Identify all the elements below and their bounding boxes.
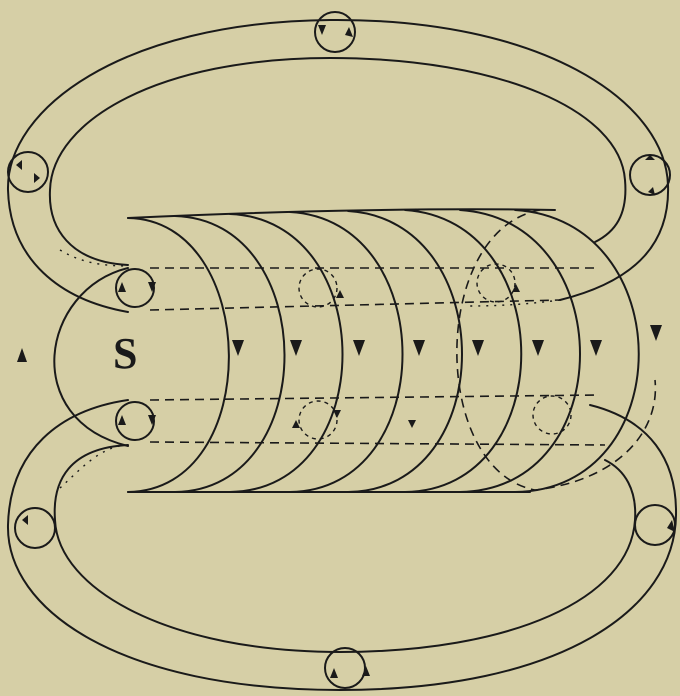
upper-tube-inner-edge xyxy=(50,58,626,265)
left-return-arrow xyxy=(17,348,27,362)
dashed-line xyxy=(150,395,600,400)
hidden-vortex-ring xyxy=(533,396,571,434)
ring-arrow xyxy=(333,410,341,418)
ring-arrow xyxy=(648,187,655,195)
loop-arrow xyxy=(290,340,302,356)
field-loop xyxy=(230,214,343,492)
loop-arrow xyxy=(413,340,425,356)
vortex-ring xyxy=(325,648,365,688)
ring-arrow xyxy=(118,415,126,425)
field-loop xyxy=(290,212,403,492)
loop-arrow xyxy=(472,340,484,356)
ring-arrow xyxy=(345,27,353,37)
loop-arrow xyxy=(353,340,365,356)
field-loop xyxy=(515,210,639,492)
vortex-ring xyxy=(8,152,48,192)
solenoid-top-edge xyxy=(128,209,555,218)
field-loop xyxy=(405,210,521,492)
south-pole-label: S xyxy=(113,332,137,376)
hidden-vortex-ring xyxy=(299,401,337,439)
solenoid-field-loops xyxy=(128,210,639,492)
lower-tube-outer-edge xyxy=(8,400,676,690)
loop-arrow xyxy=(532,340,544,356)
ring-arrow xyxy=(330,668,338,678)
hidden-vortex-ring xyxy=(477,264,515,302)
hidden-vortex-ring xyxy=(299,269,337,307)
vortex-ring xyxy=(15,508,55,548)
loop-arrow xyxy=(650,325,662,341)
lower-flux-tube xyxy=(8,400,676,690)
field-loop xyxy=(128,218,229,492)
ring-arrow xyxy=(318,25,326,35)
loop-arrows xyxy=(232,325,662,356)
vortex-ring xyxy=(630,155,670,195)
field-loop xyxy=(348,211,462,492)
ring-arrow xyxy=(16,160,22,170)
ring-arrow xyxy=(362,666,370,676)
ring-arrow xyxy=(22,515,28,525)
hidden-rings xyxy=(299,264,571,439)
ring-arrow xyxy=(408,420,416,428)
ring-arrow xyxy=(34,173,40,183)
loop-arrow xyxy=(232,340,244,356)
ring-arrow xyxy=(118,282,126,292)
loop-arrow xyxy=(590,340,602,356)
ring-arrow xyxy=(512,284,520,292)
